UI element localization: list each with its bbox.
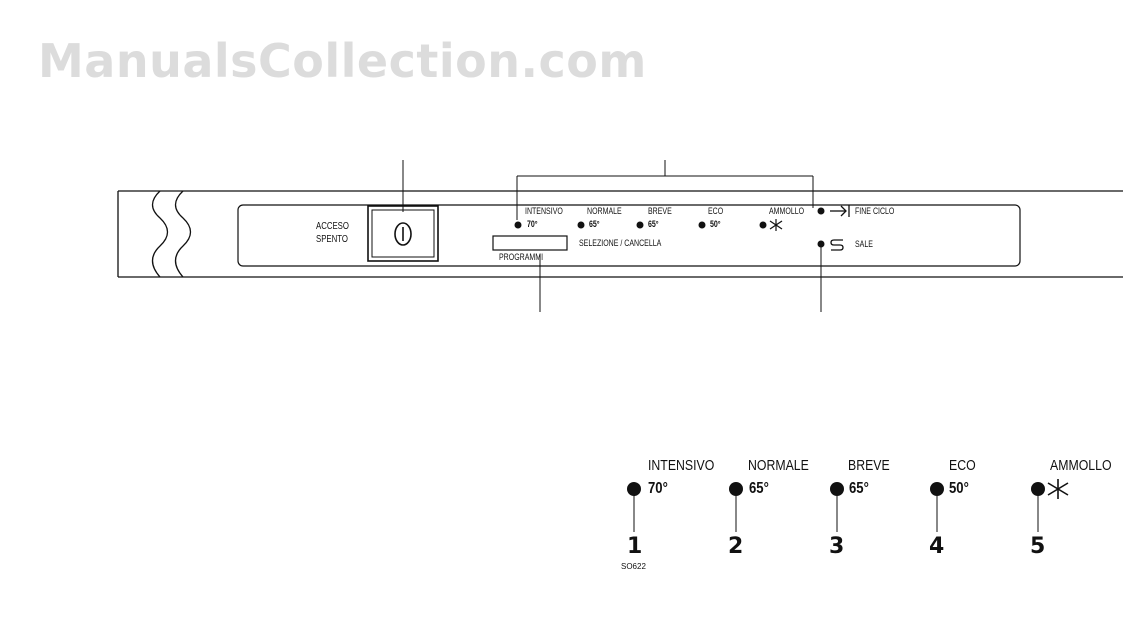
led-eco [698, 221, 706, 229]
detail-led-5 [1031, 482, 1045, 496]
figure-code: SO622 [621, 562, 646, 571]
inner-panel [237, 204, 1021, 267]
led-normale [577, 221, 585, 229]
led-intensivo [514, 221, 522, 229]
arrow-to-bar-icon [830, 205, 850, 217]
wavy-break-1 [151, 190, 169, 278]
detail-name-normale: NORMALE [748, 457, 809, 474]
detail-number-2: 2 [728, 534, 744, 559]
led-sale [817, 240, 825, 248]
detail-number-5: 5 [1030, 534, 1046, 559]
program-name-eco: ECO [708, 206, 724, 216]
detail-number-3: 3 [829, 534, 845, 559]
detail-led-2 [729, 482, 743, 496]
program-name-intensivo: INTENSIVO [525, 206, 563, 216]
panel-outline [117, 190, 1123, 278]
led-ammollo [759, 221, 767, 229]
detail-name-breve: BREVE [848, 457, 890, 474]
power-label-spento: SPENTO [316, 234, 348, 245]
asterisk-icon [769, 219, 783, 231]
program-name-breve: BREVE [648, 206, 672, 216]
detail-led-4 [930, 482, 944, 496]
detail-led-3 [830, 482, 844, 496]
program-name-normale: NORMALE [587, 206, 622, 216]
program-temp-breve: 65° [648, 219, 659, 229]
program-temp-normale: 65° [589, 219, 600, 229]
detail-number-1: 1 [627, 534, 643, 559]
detail-name-intensivo: INTENSIVO [648, 457, 715, 474]
detail-temp-normale: 65° [749, 480, 769, 497]
power-label-acceso: ACCESO [316, 221, 349, 232]
program-button-label: PROGRAMMI [499, 252, 544, 262]
end-cycle-label: FINE CICLO [855, 206, 895, 216]
detail-temp-intensivo: 70° [648, 480, 668, 497]
select-cancel-label: SELEZIONE / CANCELLA [579, 238, 662, 248]
detail-number-4: 4 [929, 534, 945, 559]
program-temp-eco: 50° [710, 219, 721, 229]
detail-name-eco: ECO [949, 457, 976, 474]
detail-temp-eco: 50° [949, 480, 969, 497]
detail-asterisk-icon [1047, 479, 1069, 499]
led-breve [636, 221, 644, 229]
detail-name-ammollo: AMMOLLO [1050, 457, 1112, 474]
program-temp-intensivo: 70° [527, 219, 538, 229]
wavy-break-2 [174, 190, 192, 278]
power-icon [394, 222, 412, 246]
salt-s-icon [830, 239, 844, 251]
detail-temp-breve: 65° [849, 480, 869, 497]
salt-label: SALE [855, 239, 873, 249]
program-button [492, 235, 568, 251]
watermark: ManualsCollection.com [38, 34, 647, 88]
program-name-ammollo: AMMOLLO [769, 206, 805, 216]
detail-led-1 [627, 482, 641, 496]
led-fine-ciclo [817, 207, 825, 215]
